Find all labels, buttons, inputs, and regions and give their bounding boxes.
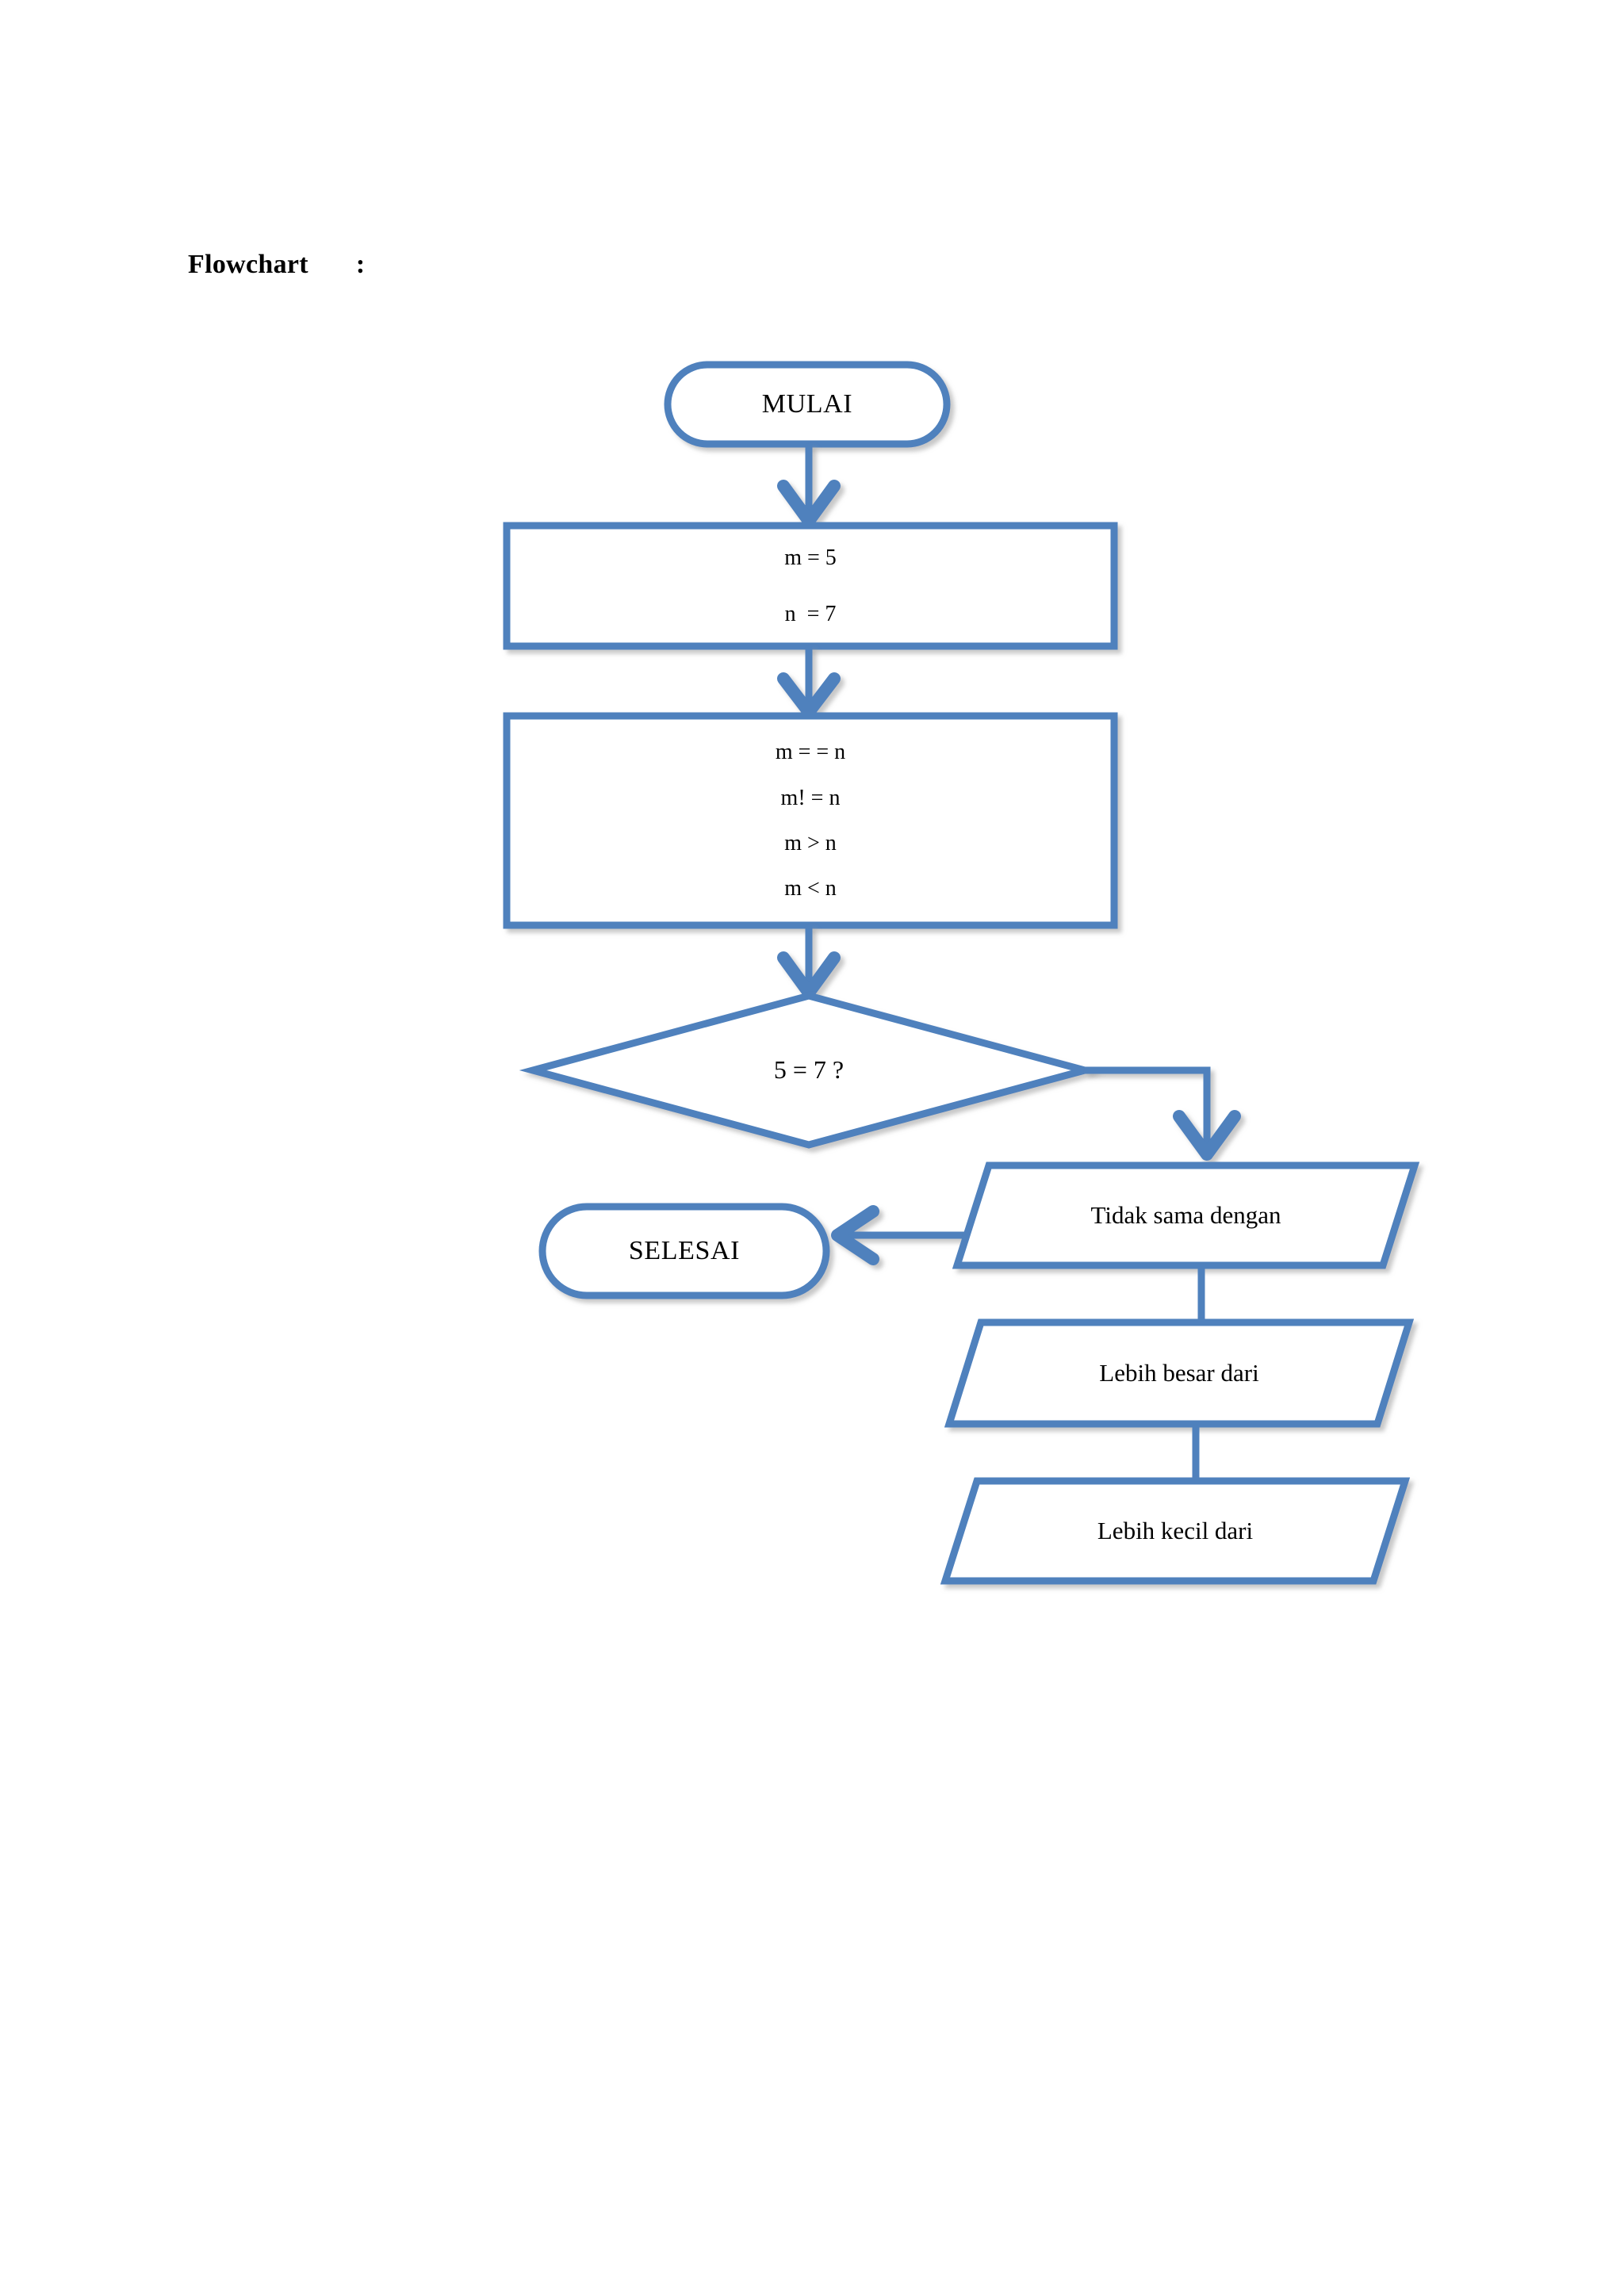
page-title: Flowchart : <box>188 250 365 280</box>
comparison-operators-shape[interactable] <box>503 712 1118 929</box>
initialize-values-shape[interactable] <box>503 522 1118 650</box>
connector-start-to-init <box>777 444 841 527</box>
connector-io1-to-selesai <box>831 1205 977 1265</box>
connector-decision-to-io1 <box>1085 1066 1241 1161</box>
page-title-separator: : <box>355 250 366 279</box>
mulai-shape[interactable] <box>664 361 951 448</box>
tidak-sama-dengan-shape[interactable] <box>952 1161 1420 1269</box>
connector-compare-to-decision <box>777 925 841 999</box>
connector-init-to-compare <box>777 646 841 718</box>
lebih-kecil-dari-shape[interactable] <box>940 1477 1411 1585</box>
lebih-besar-dari-shape[interactable] <box>944 1318 1415 1428</box>
page-title-text: Flowchart <box>188 250 308 279</box>
decision-shape[interactable] <box>519 992 1099 1149</box>
selesai-shape[interactable] <box>538 1203 830 1299</box>
